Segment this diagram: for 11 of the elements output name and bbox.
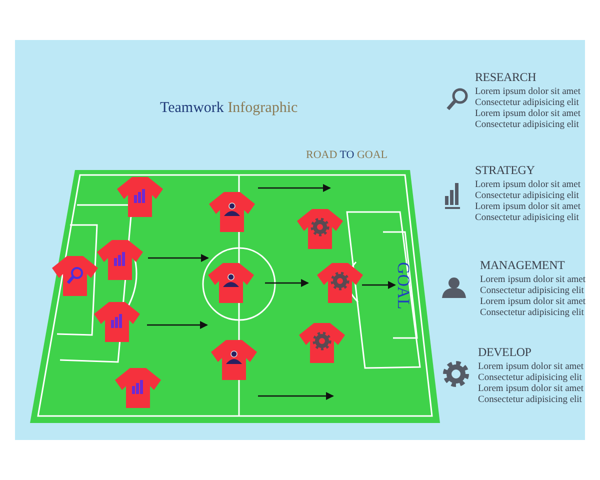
section-heading: DEVELOP bbox=[478, 345, 532, 360]
section-heading: STRATEGY bbox=[475, 163, 535, 178]
section-text: Lorem ipsum dolor sit amet Consectetur adipisicing elit Lorem ipsum dolor sit amet Consectetur adipisicing elit bbox=[480, 275, 587, 319]
section-text: Lorem ipsum dolor sit amet Consectetur adipisicing elit Lorem ipsum dolor sit amet Consectetur adipisicing elit bbox=[475, 180, 582, 224]
title: Teamwork Infographic bbox=[160, 100, 298, 117]
section-heading: MANAGEMENT bbox=[480, 258, 565, 273]
section-text: Lorem ipsum dolor sit amet Consectetur adipisicing elit Lorem ipsum dolor sit amet Consectetur adipisicing elit bbox=[478, 362, 585, 406]
goal-text: GOAL bbox=[393, 262, 413, 310]
heading: ROAD TO GOAL bbox=[306, 149, 388, 161]
section-text: Lorem ipsum dolor sit amet Consectetur adipisicing elit Lorem ipsum dolor sit amet Consectetur adipisicing elit bbox=[475, 87, 582, 131]
section-heading: RESEARCH bbox=[475, 70, 536, 85]
